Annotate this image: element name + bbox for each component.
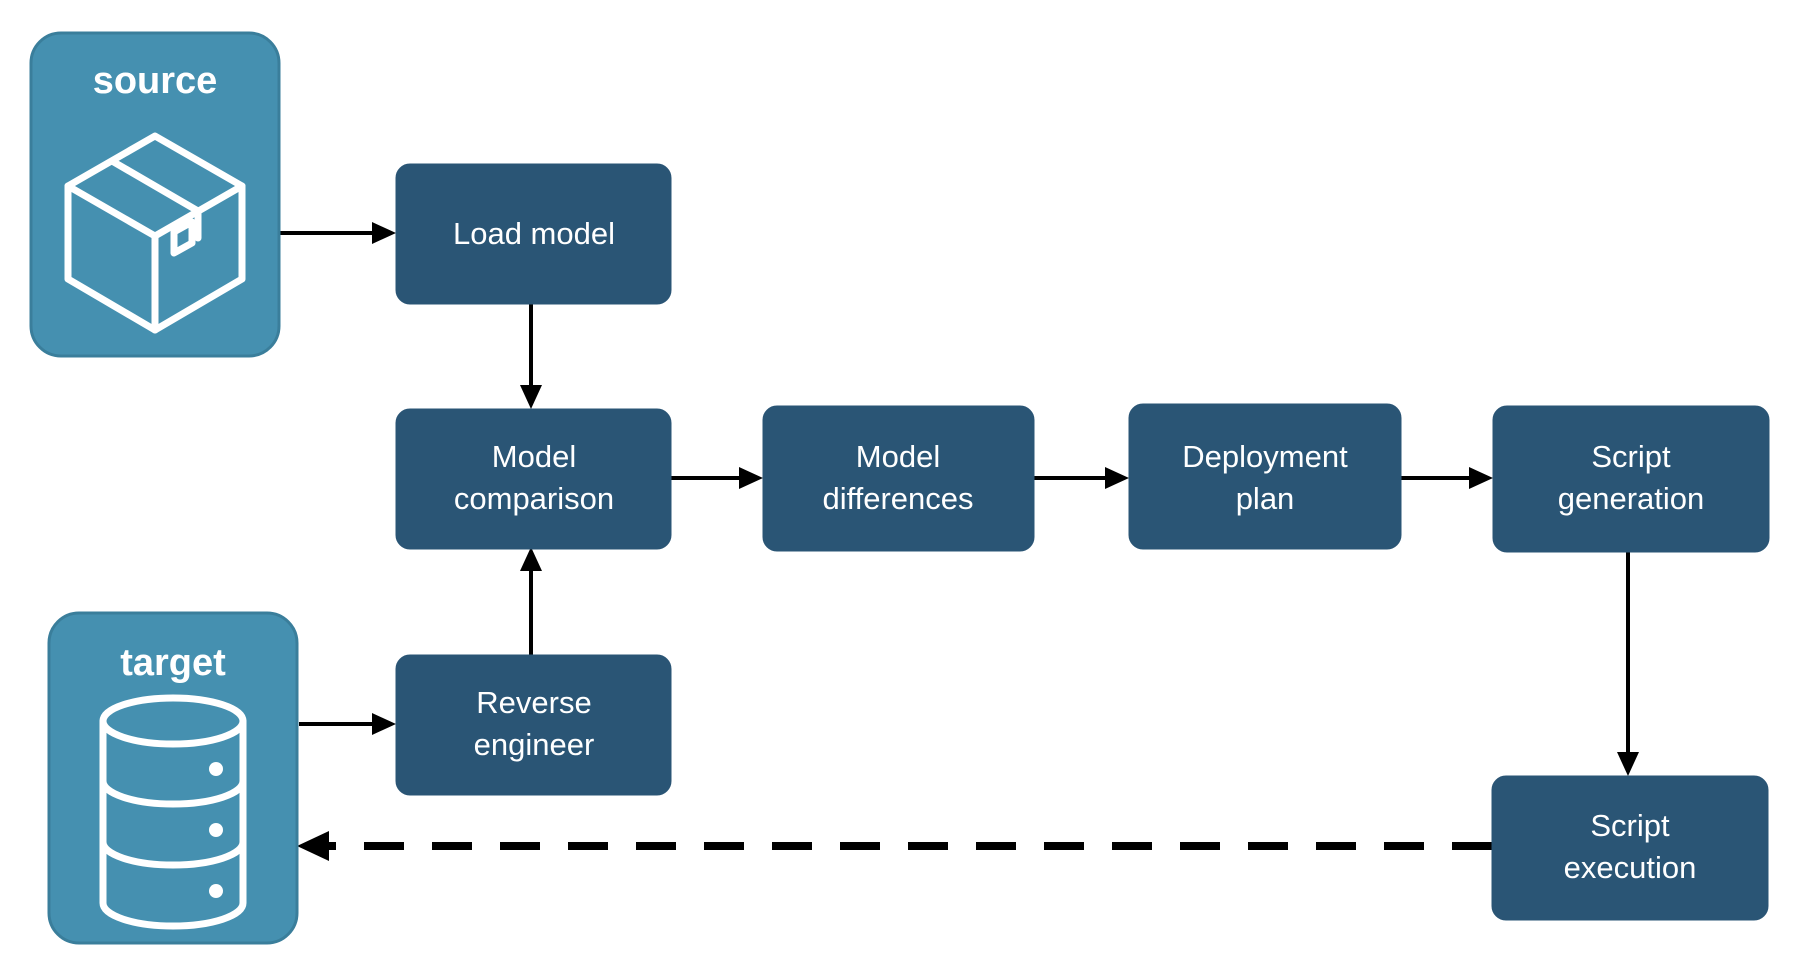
process-load-model[interactable]: Load model bbox=[395, 163, 672, 305]
model-comparison-label-line1: Model bbox=[492, 439, 576, 474]
script-generation-label-line1: Script bbox=[1591, 439, 1671, 474]
model-comparison-box-shape bbox=[395, 408, 672, 550]
connector-script-generation-to-script-execution bbox=[1617, 552, 1639, 776]
source-label: source bbox=[93, 60, 218, 102]
database-cylinder-icon bbox=[99, 694, 247, 930]
deployment-plan-label-line1: Deployment bbox=[1182, 439, 1348, 474]
model-differences-label-line2: differences bbox=[822, 481, 973, 516]
endpoint-source[interactable]: source bbox=[29, 31, 281, 358]
model-differences-box-shape bbox=[762, 405, 1035, 552]
connector-target-to-reverse-engineer bbox=[299, 713, 396, 735]
load-model-label-line1: Load model bbox=[453, 216, 615, 251]
connector-model-comparison-to-model-differences bbox=[667, 467, 763, 489]
package-box-icon bbox=[64, 132, 246, 334]
target-box-shape bbox=[47, 611, 299, 945]
load-model-box-shape bbox=[395, 163, 672, 305]
model-differences-label-line1: Model bbox=[856, 439, 940, 474]
source-box-shape bbox=[29, 31, 281, 358]
reverse-engineer-box-shape bbox=[395, 654, 672, 796]
connector-model-differences-to-deployment-plan bbox=[1034, 467, 1129, 489]
process-model-comparison[interactable]: Model comparison bbox=[395, 408, 672, 550]
script-generation-box-shape bbox=[1492, 405, 1770, 553]
process-script-generation[interactable]: Script generation bbox=[1492, 405, 1770, 553]
script-execution-label-line1: Script bbox=[1590, 808, 1670, 843]
connector-source-to-load-model bbox=[279, 222, 396, 244]
script-generation-label-line2: generation bbox=[1558, 481, 1705, 516]
reverse-engineer-label-line2: engineer bbox=[474, 727, 595, 762]
model-comparison-label-line2: comparison bbox=[454, 481, 614, 516]
target-label: target bbox=[120, 642, 226, 684]
connector-load-model-to-model-comparison bbox=[520, 303, 542, 409]
endpoint-target[interactable]: target bbox=[47, 611, 299, 945]
deployment-plan-label-line2: plan bbox=[1236, 481, 1295, 516]
script-execution-box-shape bbox=[1491, 775, 1769, 921]
connector-deployment-plan-to-script-generation bbox=[1401, 467, 1493, 489]
reverse-engineer-label-line1: Reverse bbox=[476, 685, 591, 720]
process-script-execution[interactable]: Script execution bbox=[1491, 775, 1769, 921]
process-reverse-engineer[interactable]: Reverse engineer bbox=[395, 654, 672, 796]
process-model-differences[interactable]: Model differences bbox=[762, 405, 1035, 552]
connector-reverse-engineer-to-model-comparison bbox=[520, 547, 542, 655]
deployment-plan-box-shape bbox=[1128, 403, 1402, 550]
script-execution-label-line2: execution bbox=[1564, 850, 1697, 885]
process-deployment-plan[interactable]: Deployment plan bbox=[1128, 403, 1402, 550]
connector-script-execution-to-target bbox=[297, 831, 1492, 861]
